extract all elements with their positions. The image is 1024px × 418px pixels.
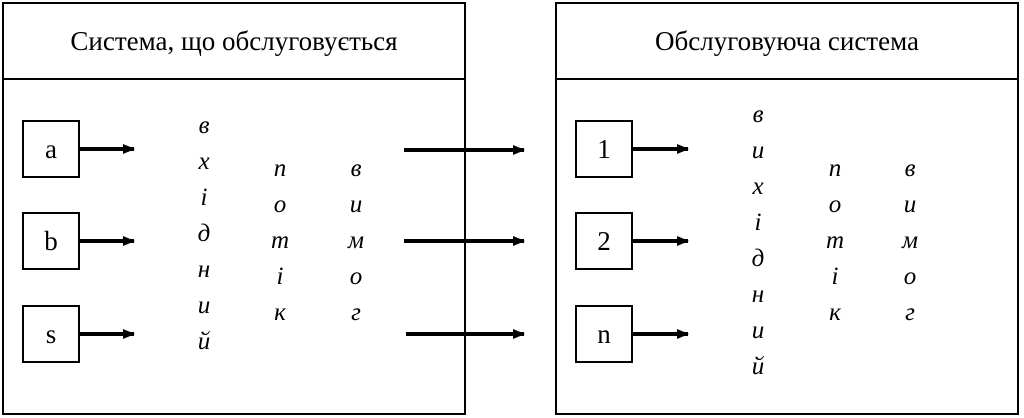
vertical-letter: т xyxy=(825,227,845,254)
vertical-letter: і xyxy=(200,184,208,211)
vertical-letter: о xyxy=(349,263,363,290)
vertical-letter: м xyxy=(902,227,918,254)
channel-node-2: 2 xyxy=(575,212,633,270)
vertical-letter: й xyxy=(751,353,765,380)
vertical-letter: н xyxy=(751,281,765,308)
vertical-letter: и xyxy=(903,191,917,218)
source-node-b: b xyxy=(22,212,80,270)
source-node-s: s xyxy=(22,305,80,363)
vertical-letter: г xyxy=(905,299,915,326)
vertical-letter: п xyxy=(828,155,842,182)
vertical-letter: к xyxy=(274,299,286,326)
channel-node-1: 1 xyxy=(575,120,633,178)
vertical-letter: в xyxy=(198,112,210,139)
vertical-letter: д xyxy=(197,220,211,247)
channel-node-n: n xyxy=(575,305,633,363)
vertical-letter: и xyxy=(349,191,363,218)
served-system-title: Система, що обслуговується xyxy=(4,4,464,80)
vertical-letter: х xyxy=(752,173,764,200)
vertical-letter: і xyxy=(754,209,762,236)
vertical-letter: т xyxy=(270,227,290,254)
vertical-letter: м xyxy=(348,227,364,254)
vertical-letter: г xyxy=(351,299,361,326)
vertical-letter: н xyxy=(197,256,211,283)
vertical-letter: к xyxy=(829,299,841,326)
vertical-letter: х xyxy=(198,148,210,175)
source-node-a: a xyxy=(22,120,80,178)
vertical-letter: й xyxy=(197,328,211,355)
vertical-letter: в xyxy=(752,101,764,128)
vertical-letter: в xyxy=(904,155,916,182)
vertical-letter: о xyxy=(273,191,287,218)
serving-system-title: Обслуговуюча система xyxy=(557,4,1017,80)
vertical-letter: д xyxy=(751,245,765,272)
vertical-letter: і xyxy=(831,263,839,290)
vertical-letter: о xyxy=(903,263,917,290)
vertical-letter: п xyxy=(273,155,287,182)
vertical-letter: о xyxy=(828,191,842,218)
vertical-letter: и xyxy=(751,137,765,164)
vertical-letter: и xyxy=(751,317,765,344)
vertical-letter: и xyxy=(197,292,211,319)
vertical-letter: в xyxy=(350,155,362,182)
vertical-letter: і xyxy=(276,263,284,290)
